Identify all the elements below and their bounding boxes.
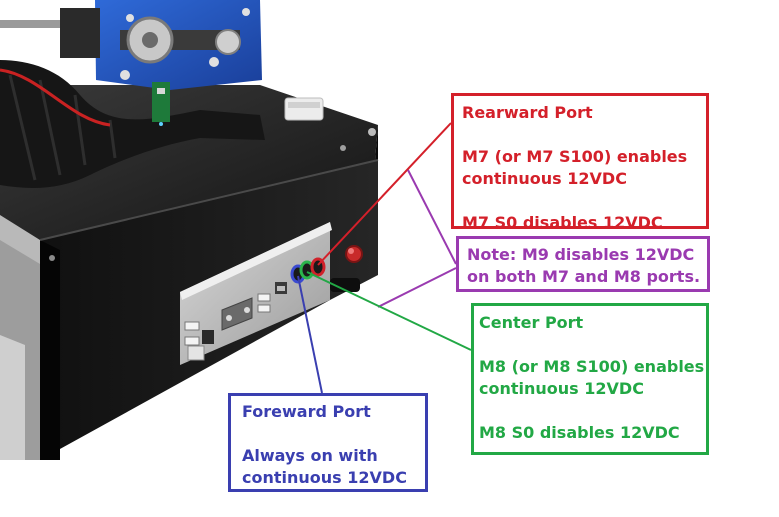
note-leader-line-rear (407, 169, 457, 265)
center-leader-line (306, 271, 472, 351)
blue-motor-carriage (0, 0, 262, 126)
center-port-callout: Center Port M8 (or M8 S100) enables cont… (471, 303, 709, 455)
note-leader-line-center (377, 267, 457, 308)
rearward-port-disable-text: M7 S0 disables 12VDC (462, 213, 663, 232)
rear-leader-line (317, 122, 452, 266)
foreward-port-text-2: continuous 12VDC (242, 468, 407, 487)
note-text-line-2: on both M7 and M8 ports. (467, 267, 701, 286)
m9-note-callout: Note: M9 disables 12VDC on both M7 and M… (456, 236, 710, 292)
forward-leader-line (297, 275, 323, 394)
rearward-port-enable-text: M7 (or M7 S100) enables (462, 147, 688, 166)
enclosure-feet (330, 278, 360, 292)
note-text-line-1: Note: M9 disables 12VDC (467, 245, 695, 264)
center-port-enable-text: M8 (or M8 S100) enables (479, 357, 705, 376)
rearward-port-enable-text-2: continuous 12VDC (462, 169, 627, 188)
white-connector (284, 97, 324, 121)
foreward-port-callout: Foreward Port Always on with continuous … (228, 393, 428, 492)
cable-chain (0, 60, 265, 188)
io-panel-plate (180, 222, 332, 365)
foreward-port-text-1: Always on with (242, 446, 378, 465)
center-port-title: Center Port (479, 313, 584, 332)
leader-lines (297, 122, 472, 394)
foreward-port-title: Foreward Port (242, 402, 371, 421)
rearward-port-title: Rearward Port (462, 103, 593, 122)
rearward-port-callout: Rearward Port M7 (or M7 S100) enables co… (451, 93, 709, 232)
center-port-disable-text: M8 S0 disables 12VDC (479, 423, 680, 442)
center-port-enable-text-2: continuous 12VDC (479, 379, 644, 398)
